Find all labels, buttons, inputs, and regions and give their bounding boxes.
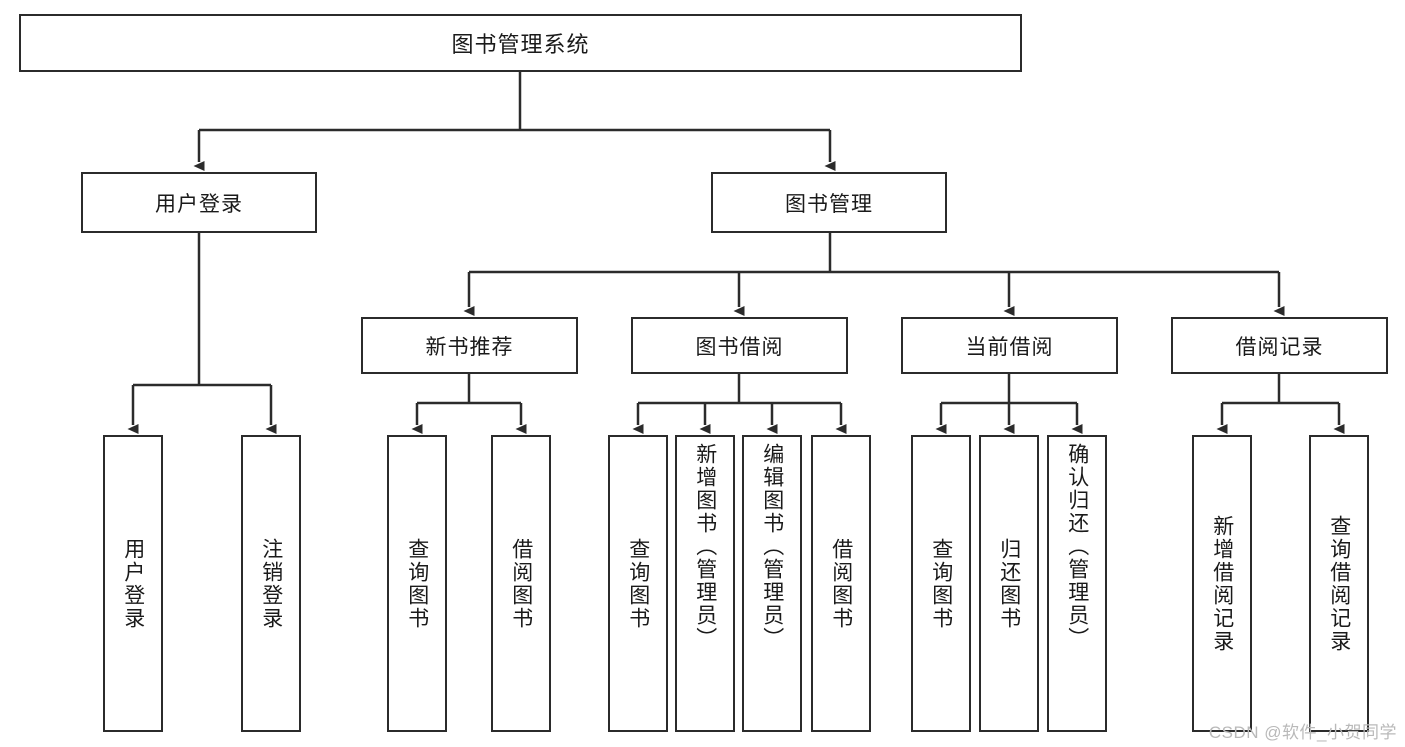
node-new-book-recommend[interactable]: 新书推荐 [361,317,578,374]
node-leaf-borrow-book-2-label: 借阅图书 [829,537,853,630]
node-leaf-query-record-label: 查询借阅记录 [1327,514,1351,653]
node-leaf-user-login-label: 用户登录 [121,537,145,630]
node-leaf-borrow-book-2[interactable]: 借阅图书 [811,435,871,732]
node-leaf-query-book-2[interactable]: 查询图书 [608,435,668,732]
node-leaf-query-book-1[interactable]: 查询图书 [387,435,447,732]
node-book-management-label: 图书管理 [785,192,873,216]
node-root-system-label: 图书管理系统 [451,32,590,57]
node-leaf-borrow-book-1[interactable]: 借阅图书 [491,435,551,732]
node-leaf-confirm-return[interactable]: 确认归还（管理员） [1047,435,1107,732]
node-leaf-return-book[interactable]: 归还图书 [979,435,1039,732]
leaf-content: 新增借阅记录 [1194,437,1250,730]
node-leaf-add-book-label: 新增图书（管理员） [693,443,717,650]
node-leaf-query-book-1-label: 查询图书 [405,537,429,630]
node-leaf-query-book-2-label: 查询图书 [626,537,650,630]
leaf-content: 注销登录 [243,437,299,730]
leaf-content: 确认归还（管理员） [1049,437,1105,736]
node-leaf-query-book-3[interactable]: 查询图书 [911,435,971,732]
node-leaf-logout-label: 注销登录 [259,537,283,630]
node-leaf-confirm-return-label: 确认归还（管理员） [1065,443,1089,650]
node-user-login[interactable]: 用户登录 [81,172,317,233]
node-leaf-edit-book[interactable]: 编辑图书（管理员） [742,435,802,732]
node-book-management[interactable]: 图书管理 [711,172,947,233]
node-leaf-user-login[interactable]: 用户登录 [103,435,163,732]
leaf-content: 查询图书 [389,437,445,730]
node-leaf-return-book-label: 归还图书 [997,537,1021,630]
node-borrow-record-label: 借阅记录 [1235,335,1324,359]
node-leaf-logout[interactable]: 注销登录 [241,435,301,732]
leaf-content: 借阅图书 [813,437,869,730]
leaf-content: 借阅图书 [493,437,549,730]
node-leaf-query-book-3-label: 查询图书 [929,537,953,630]
node-current-borrow[interactable]: 当前借阅 [901,317,1118,374]
leaf-content: 查询借阅记录 [1311,437,1367,730]
node-book-borrow-label: 图书借阅 [695,335,784,359]
node-new-book-recommend-label: 新书推荐 [425,335,514,359]
leaf-content: 查询图书 [610,437,666,730]
node-leaf-edit-book-label: 编辑图书（管理员） [760,443,784,650]
leaf-content: 用户登录 [105,437,161,730]
node-root-system[interactable]: 图书管理系统 [19,14,1022,72]
leaf-content: 归还图书 [981,437,1037,730]
node-leaf-add-record[interactable]: 新增借阅记录 [1192,435,1252,732]
node-leaf-add-record-label: 新增借阅记录 [1210,514,1234,653]
leaf-content: 编辑图书（管理员） [744,437,800,736]
leaf-content: 新增图书（管理员） [677,437,733,736]
node-current-borrow-label: 当前借阅 [965,335,1054,359]
node-user-login-label: 用户登录 [155,192,243,216]
watermark-text: CSDN @软件_小贺同学 [1208,723,1397,742]
node-leaf-add-book[interactable]: 新增图书（管理员） [675,435,735,732]
node-book-borrow[interactable]: 图书借阅 [631,317,848,374]
node-leaf-query-record[interactable]: 查询借阅记录 [1309,435,1369,732]
node-leaf-borrow-book-1-label: 借阅图书 [509,537,533,630]
leaf-content: 查询图书 [913,437,969,730]
node-borrow-record[interactable]: 借阅记录 [1171,317,1388,374]
